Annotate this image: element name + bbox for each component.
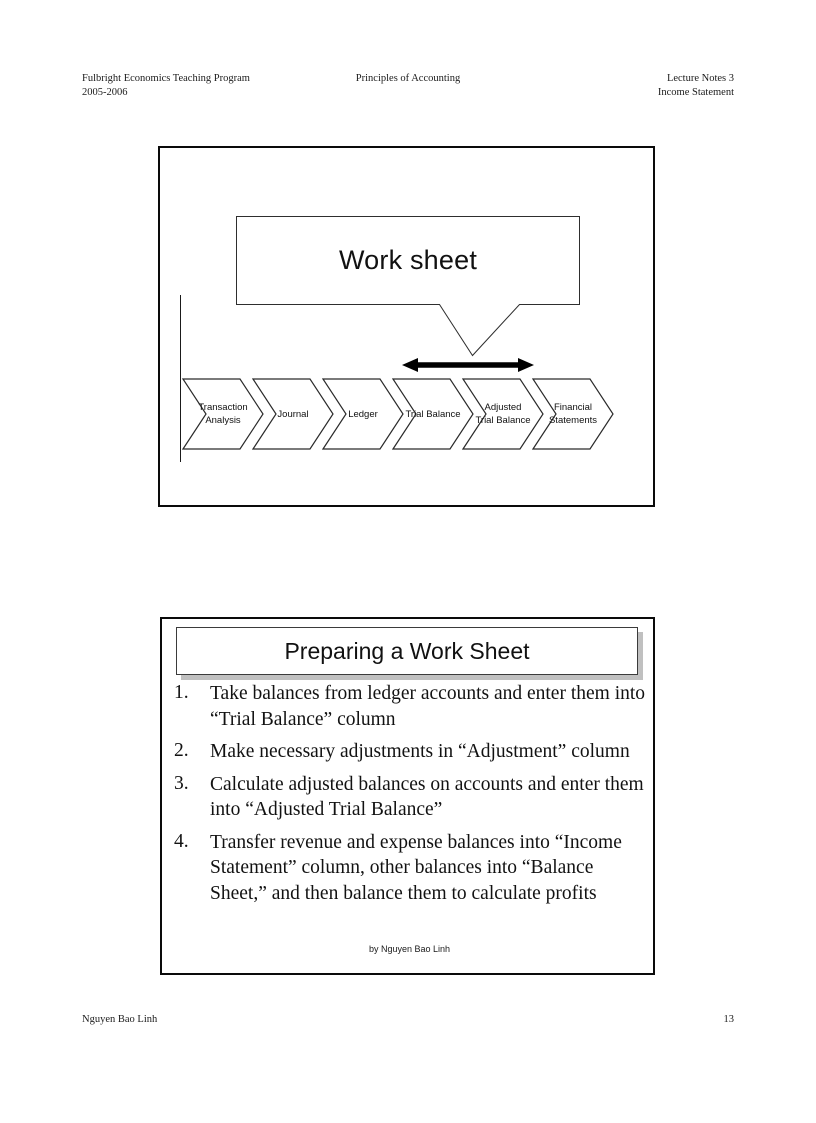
header-course-title: Principles of Accounting bbox=[355, 73, 461, 84]
header-academic-year: 2005-2006 bbox=[82, 87, 128, 98]
list-item-number: 3. bbox=[174, 772, 189, 794]
slide-title-wrapper: Preparing a Work Sheet bbox=[176, 627, 643, 680]
flow-step-label-line1: Financial bbox=[553, 402, 593, 413]
list-item-number: 1. bbox=[174, 682, 189, 703]
footer-author: Nguyen Bao Linh bbox=[82, 1014, 158, 1025]
chevron-shape bbox=[182, 378, 264, 450]
flow-step-label: Transaction Analysis bbox=[176, 378, 270, 450]
flow-step-journal[interactable]: Journal bbox=[252, 378, 334, 450]
list-item-number: 2. bbox=[174, 740, 189, 761]
slide-preparing-work-sheet: Preparing a Work Sheet 1. Take balances … bbox=[160, 617, 655, 975]
chevron-shape bbox=[462, 378, 544, 450]
list-item-number: 4. bbox=[174, 830, 189, 852]
list-item: 4. Transfer revenue and expense balances… bbox=[168, 830, 652, 907]
chevron-shape bbox=[322, 378, 404, 450]
flow-step-label-line1: Trial Balance bbox=[405, 408, 461, 420]
flow-step-label-line2: Statements bbox=[548, 415, 598, 426]
chevron-shape bbox=[392, 378, 474, 450]
slide-accounting-cycle: Work sheet Transaction Analysis Journal bbox=[158, 146, 655, 507]
page-footer: Nguyen Bao Linh 13 bbox=[82, 1014, 734, 1030]
list-item: 1. Take balances from ledger accounts an… bbox=[168, 681, 652, 732]
flow-step-label-line2: Analysis bbox=[205, 415, 241, 426]
callout-shape bbox=[236, 216, 580, 357]
flow-step-transaction-analysis[interactable]: Transaction Analysis bbox=[182, 378, 264, 450]
flow-step-label: Trial Balance bbox=[386, 378, 480, 450]
flow-step-label: Ledger bbox=[316, 378, 410, 450]
flow-step-label-line2: Trial Balance bbox=[475, 415, 531, 426]
flow-step-adjusted-trial-balance[interactable]: Adjusted Trial Balance bbox=[462, 378, 544, 450]
flow-step-label-line1: Transaction bbox=[198, 402, 248, 413]
list-item: 3. Calculate adjusted balances on accoun… bbox=[168, 772, 652, 823]
flow-step-label-line1: Ledger bbox=[348, 408, 378, 420]
list-item-text: Transfer revenue and expense balances in… bbox=[210, 831, 622, 904]
flow-step-ledger[interactable]: Ledger bbox=[322, 378, 404, 450]
list-item-text: Make necessary adjustments in “Adjustmen… bbox=[210, 741, 630, 762]
page-header: Fulbright Economics Teaching Program 200… bbox=[82, 72, 734, 104]
chevron-shape bbox=[252, 378, 334, 450]
flow-step-financial-statements[interactable]: Financial Statements bbox=[532, 378, 614, 450]
cycle-left-rule bbox=[180, 295, 181, 462]
chevron-shape bbox=[532, 378, 614, 450]
flow-step-label: Adjusted Trial Balance bbox=[456, 378, 550, 450]
header-right: Lecture Notes 3 Income Statement bbox=[658, 72, 734, 100]
footer-page-number: 13 bbox=[723, 1014, 735, 1025]
worksheet-callout-label: Work sheet bbox=[338, 245, 478, 275]
worksheet-callout: Work sheet bbox=[236, 216, 580, 357]
flow-step-label-line1: Adjusted bbox=[484, 402, 522, 413]
flow-step-label: Journal bbox=[246, 378, 340, 450]
header-center: Principles of Accounting bbox=[82, 72, 734, 86]
flow-step-trial-balance[interactable]: Trial Balance bbox=[392, 378, 474, 450]
list-item-text: Take balances from ledger accounts and e… bbox=[210, 683, 646, 730]
accounting-cycle-flow: Transaction Analysis Journal Ledger bbox=[182, 378, 634, 452]
slide-credit: by Nguyen Bao Linh bbox=[368, 944, 451, 954]
header-program-name: Fulbright Economics Teaching Program bbox=[82, 73, 250, 84]
list-item-text: Calculate adjusted balances on accounts … bbox=[210, 773, 644, 821]
list-item: 2. Make necessary adjustments in “Adjust… bbox=[168, 739, 652, 765]
slide-title: Preparing a Work Sheet bbox=[176, 627, 638, 675]
header-lecture-number: Lecture Notes 3 bbox=[666, 73, 734, 84]
work-sheet-steps-list: 1. Take balances from ledger accounts an… bbox=[168, 681, 652, 913]
header-lecture-topic: Income Statement bbox=[657, 87, 734, 98]
header-left: Fulbright Economics Teaching Program 200… bbox=[82, 72, 250, 100]
flow-step-label-line1: Journal bbox=[277, 408, 309, 420]
flow-step-label: Financial Statements bbox=[526, 378, 620, 450]
double-arrow-icon bbox=[402, 358, 534, 372]
worksheet-span-arrow bbox=[402, 356, 534, 374]
